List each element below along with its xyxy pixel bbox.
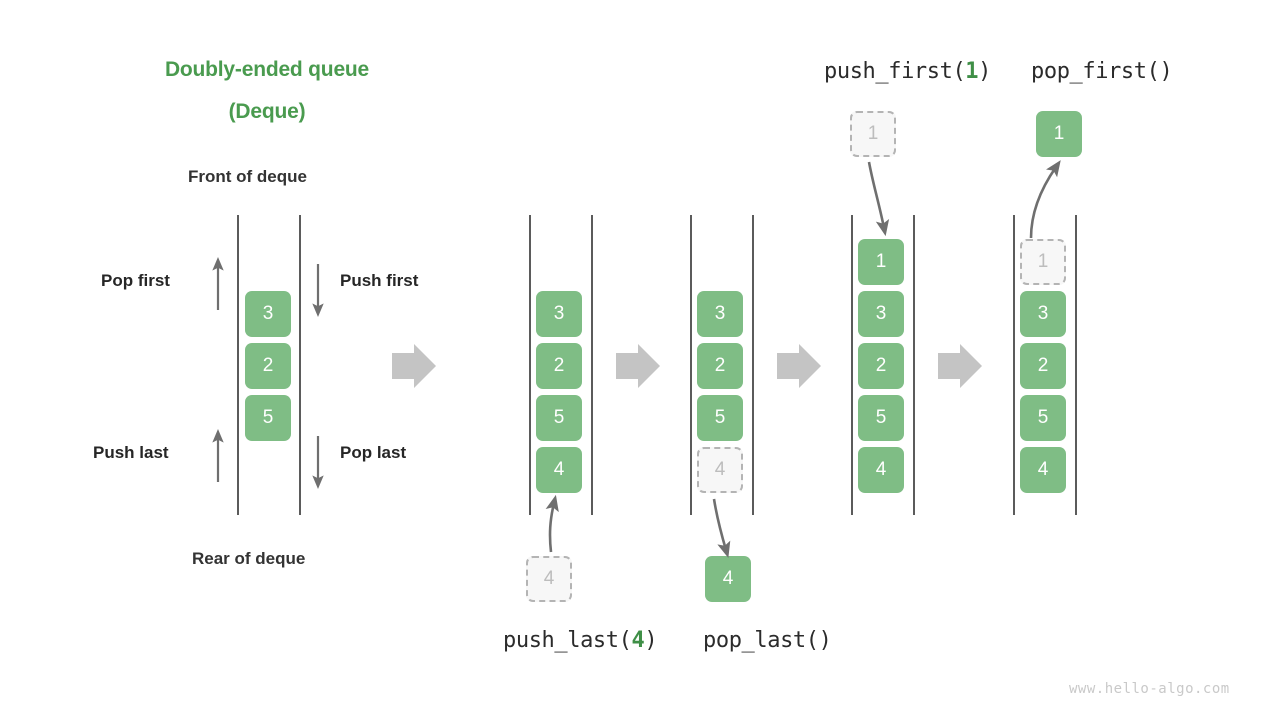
node-c4-0: 1 <box>858 239 904 285</box>
caption-push-last-arg: 4 <box>631 628 645 653</box>
node-c2-incoming-ghost: 4 <box>526 556 572 602</box>
node-c3-3-ghost: 4 <box>697 447 743 493</box>
node-c3-2: 5 <box>697 395 743 441</box>
deque-rail-left-c3 <box>690 215 692 515</box>
arrow-pop-first-remove <box>1029 160 1061 239</box>
page-title-line2: (Deque) <box>228 100 306 123</box>
arrow-push-last-insert <box>545 494 559 553</box>
deque-rail-right-c3 <box>752 215 754 515</box>
caption-push-first-close: ) <box>978 59 992 84</box>
caption-push-last-close: ) <box>644 628 658 653</box>
node-c2-3: 4 <box>536 447 582 493</box>
node-c5-3: 5 <box>1020 395 1066 441</box>
node-c5-1: 3 <box>1020 291 1066 337</box>
node-c1-0: 3 <box>245 291 291 337</box>
node-c4-1: 3 <box>858 291 904 337</box>
watermark: www.hello-algo.com <box>1069 681 1230 697</box>
block-arrow-4 <box>938 344 982 388</box>
caption-push-last: push_last(4) <box>503 628 658 653</box>
caption-pop-first: pop_first() <box>1031 59 1173 84</box>
caption-pop-last: pop_last() <box>703 628 832 653</box>
caption-push-last-name: push_last( <box>503 628 632 653</box>
node-c5-0-ghost: 1 <box>1020 239 1066 285</box>
block-arrow-1 <box>392 344 436 388</box>
node-c4-incoming-ghost: 1 <box>850 111 896 157</box>
node-c1-1: 2 <box>245 343 291 389</box>
deque-rail-right-c5 <box>1075 215 1077 515</box>
label-push-first: Push first <box>340 271 419 290</box>
caption-pop-first-name: pop_first() <box>1031 59 1173 84</box>
label-pop-last: Pop last <box>340 443 407 462</box>
node-c4-4: 4 <box>858 447 904 493</box>
label-push-last: Push last <box>93 443 169 462</box>
label-pop-first: Pop first <box>101 271 170 290</box>
caption-push-first: push_first(1) <box>824 59 991 84</box>
node-c5-2: 2 <box>1020 343 1066 389</box>
node-c5-4: 4 <box>1020 447 1066 493</box>
deque-rail-right-c2 <box>591 215 593 515</box>
block-arrow-2 <box>616 344 660 388</box>
deque-rail-left-c2 <box>529 215 531 515</box>
deque-rail-left-c1 <box>237 215 239 515</box>
deque-rail-right-c1 <box>299 215 301 515</box>
node-c2-0: 3 <box>536 291 582 337</box>
node-c3-1: 2 <box>697 343 743 389</box>
caption-pop-last-name: pop_last() <box>703 628 832 653</box>
arrow-push-first-insert <box>867 161 890 237</box>
node-c1-2: 5 <box>245 395 291 441</box>
node-c4-2: 2 <box>858 343 904 389</box>
deque-rail-left-c4 <box>851 215 853 515</box>
node-c2-1: 2 <box>536 343 582 389</box>
caption-push-first-name: push_first( <box>824 59 966 84</box>
caption-push-first-arg: 1 <box>965 59 979 84</box>
node-c3-popped: 4 <box>705 556 751 602</box>
label-front-of-deque: Front of deque <box>188 167 307 186</box>
deque-rail-left-c5 <box>1013 215 1015 515</box>
node-c2-2: 5 <box>536 395 582 441</box>
node-c4-3: 5 <box>858 395 904 441</box>
node-c3-0: 3 <box>697 291 743 337</box>
node-c5-popped: 1 <box>1036 111 1082 157</box>
label-rear-of-deque: Rear of deque <box>192 549 306 568</box>
deque-rail-right-c4 <box>913 215 915 515</box>
block-arrow-3 <box>777 344 821 388</box>
page-title-line1: Doubly-ended queue <box>164 58 370 81</box>
arrow-pop-last-remove <box>712 498 731 558</box>
